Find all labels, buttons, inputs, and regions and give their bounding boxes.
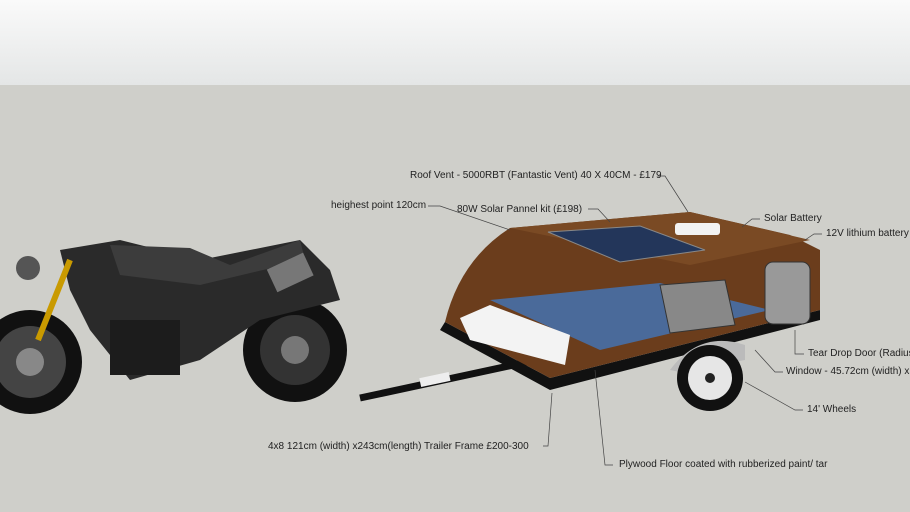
highest-point-label: heighest point 120cm <box>331 200 427 211</box>
solar-battery-label: Solar Battery <box>764 213 822 224</box>
wheels-label: 14' Wheels <box>807 404 857 415</box>
sky-background <box>0 0 910 85</box>
motorcycle-model <box>0 240 347 414</box>
roof-vent-label: Roof Vent - 5000RBT (Fantastic Vent) 40 … <box>410 170 662 181</box>
teardrop-trailer-model <box>359 212 820 411</box>
annotation-leader-lines <box>428 175 822 466</box>
door-label: Tear Drop Door (Radius <box>808 348 910 359</box>
trailer-frame-label: 4x8 121cm (width) x243cm(length) Trailer… <box>268 441 529 452</box>
window-label: Window - 45.72cm (width) x <box>786 366 910 377</box>
lithium-battery-label: 12V lithium battery <box>826 228 909 239</box>
solar-panel-label: 80W Solar Pannel kit (£198) <box>457 204 583 215</box>
floor-label: Plywood Floor coated with rubberized pai… <box>619 459 828 470</box>
